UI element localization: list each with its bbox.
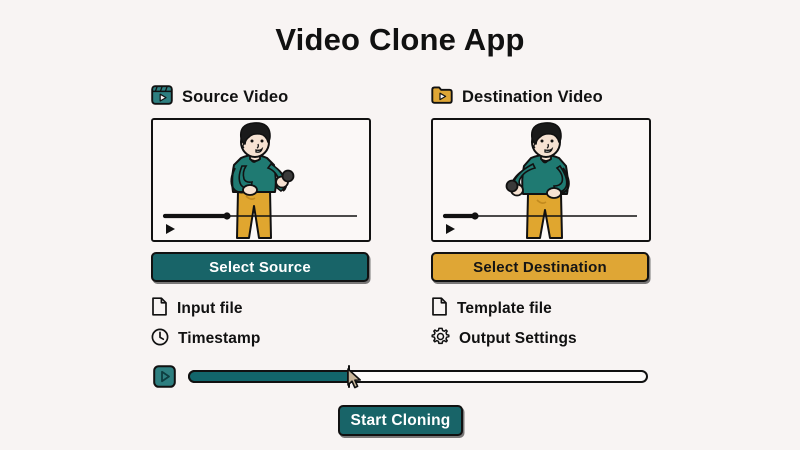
option-output-settings-label: Output Settings [459, 330, 577, 347]
source-options-list: Input file Timestamp [151, 297, 373, 350]
clock-icon [151, 328, 169, 351]
timeline-progress-fill [188, 369, 349, 383]
destination-video-preview[interactable] [431, 118, 651, 242]
timeline-playhead[interactable] [347, 364, 351, 388]
destination-options-list: Template file Output Settings [431, 297, 653, 351]
destination-video-panel: Destination Video [431, 84, 653, 358]
source-video-header: Source Video [151, 84, 373, 110]
select-source-label: Select Source [209, 258, 311, 276]
option-template-file-label: Template file [457, 300, 552, 317]
option-timestamp-label: Timestamp [178, 330, 261, 347]
page-title: Video Clone App [275, 22, 525, 57]
option-template-file[interactable]: Template file [431, 297, 653, 321]
destination-video-label: Destination Video [462, 87, 603, 106]
film-clapper-play-icon [151, 84, 173, 111]
folder-play-icon [431, 84, 453, 111]
option-input-file[interactable]: Input file [151, 297, 373, 321]
destination-video-header: Destination Video [431, 84, 653, 110]
document-file-icon [151, 297, 168, 321]
source-video-panel: Source Video [151, 84, 373, 358]
destination-character-illustration [505, 122, 570, 239]
document-file-icon [431, 297, 448, 321]
play-button-icon[interactable] [153, 364, 176, 388]
start-cloning-label: Start Cloning [350, 411, 451, 429]
option-input-file-label: Input file [177, 300, 243, 317]
source-video-preview[interactable] [151, 118, 371, 242]
destination-scrubber [442, 212, 637, 234]
timeline-slider[interactable] [188, 364, 648, 388]
start-cloning-button[interactable]: Start Cloning [338, 405, 463, 436]
select-destination-button[interactable]: Select Destination [431, 252, 649, 282]
source-video-label: Source Video [182, 87, 289, 106]
select-source-button[interactable]: Select Source [151, 252, 369, 282]
source-scrubber [162, 212, 357, 234]
source-character-illustration [230, 122, 295, 239]
gear-icon [431, 327, 450, 351]
timeline-row [153, 363, 648, 389]
option-output-settings[interactable]: Output Settings [431, 327, 653, 351]
select-destination-label: Select Destination [473, 258, 607, 276]
option-timestamp[interactable]: Timestamp [151, 328, 373, 350]
